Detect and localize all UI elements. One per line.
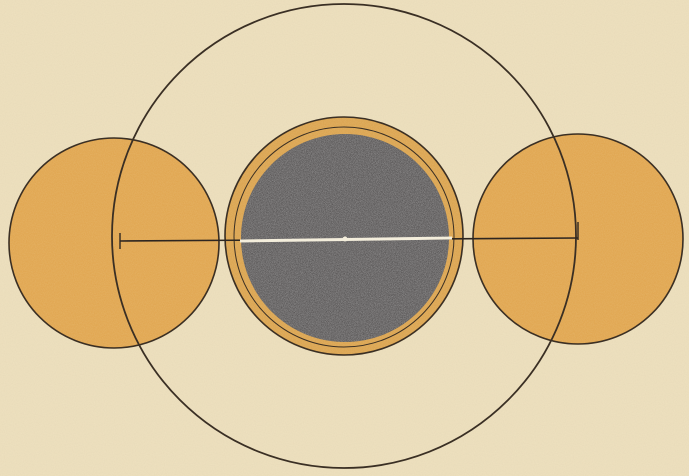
center-point [343,237,348,242]
left-sun-disc [9,138,219,348]
